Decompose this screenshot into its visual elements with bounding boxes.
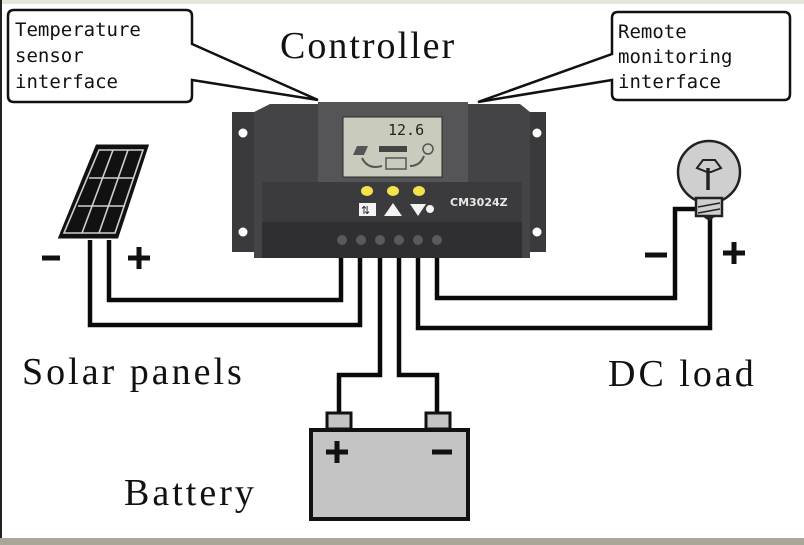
- lcd-solar-icon: [353, 146, 368, 155]
- dc-load-bulb: [676, 139, 742, 221]
- solar-panel-frame: [57, 144, 150, 239]
- model-label: CM3024Z: [450, 196, 508, 209]
- temperature-callout-line1: Temperature: [15, 19, 141, 41]
- lcd-voltage-reading: 12.6: [388, 121, 424, 139]
- terminal-screw: [356, 235, 366, 245]
- left-edge: [0, 0, 2, 545]
- battery-label: Battery: [124, 472, 257, 514]
- solar-negative-wire: [87, 240, 363, 328]
- terminal-screw: [394, 235, 404, 245]
- lcd-battery-icon: [385, 157, 407, 170]
- load-positive-wire: [415, 214, 713, 331]
- terminal-screws: [337, 235, 442, 245]
- temperature-callout-line2: sensor: [15, 45, 84, 67]
- cycle-arrows-icon[interactable]: [359, 203, 376, 216]
- remote-callout: Remote monitoring interface: [477, 10, 792, 104]
- terminal-screw: [413, 235, 423, 245]
- remote-callout-line3: interface: [618, 71, 721, 93]
- temperature-callout: Temperature sensor interface: [6, 8, 319, 104]
- top-edge: [0, 0, 804, 4]
- mount-hole: [532, 227, 542, 237]
- solar-panels-label: Solar panels: [22, 351, 245, 393]
- triangle-up-icon[interactable]: [384, 203, 402, 216]
- terminal-screw: [337, 235, 347, 245]
- dc-load-label: DC load: [608, 353, 757, 395]
- button-bulb-glyph: [426, 205, 434, 213]
- footer-bar: [0, 538, 804, 545]
- battery: [309, 411, 470, 521]
- solar-positive-wire: [106, 240, 344, 303]
- indicator-led: [387, 186, 399, 196]
- solar-panel: [57, 144, 150, 239]
- controller-title: Controller: [280, 25, 456, 67]
- lcd-battery-bar: [379, 146, 407, 152]
- solar-positive-sign: [128, 247, 150, 269]
- temperature-callout-bubble: [6, 8, 319, 104]
- battery-positive-wire: [336, 258, 383, 418]
- mount-hole: [238, 128, 248, 138]
- indicator-led: [361, 186, 373, 196]
- indicator-led: [413, 186, 425, 196]
- lcd-flow-arrow: [409, 155, 425, 167]
- triangle-down-bulb-icon[interactable]: [410, 204, 426, 216]
- terminal-strip: [262, 222, 522, 258]
- charge-controller: 12.6 ⇅ CM3024Z: [232, 102, 546, 258]
- battery-negative-wire: [396, 258, 440, 418]
- lcd-flow-arrow: [361, 157, 383, 168]
- load-positive-sign: [723, 242, 745, 264]
- terminal-screw: [432, 235, 442, 245]
- battery-positive-terminal: [325, 411, 353, 431]
- solar-panel-grid: [62, 149, 145, 234]
- remote-callout-bubble: [477, 10, 792, 104]
- remote-callout-line2: monitoring: [618, 46, 732, 68]
- lcd-bulb-icon: [422, 143, 434, 155]
- wires: [87, 206, 713, 418]
- temperature-callout-line3: interface: [15, 71, 118, 93]
- remote-callout-line1: Remote: [618, 21, 687, 43]
- cycle-button-glyph: ⇅: [361, 204, 370, 217]
- mount-hole: [532, 128, 542, 138]
- mount-hole: [238, 227, 248, 237]
- terminal-screw: [375, 235, 385, 245]
- load-negative-wire: [434, 206, 697, 301]
- battery-negative-terminal: [424, 411, 452, 431]
